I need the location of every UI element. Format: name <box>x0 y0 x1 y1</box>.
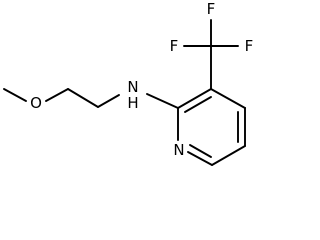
atom-amine-hydrogen-label: H <box>127 94 138 112</box>
atom-fluorine-left-label: F <box>170 37 179 55</box>
bond-nh-ring <box>146 93 179 109</box>
bond-ch2-ch2 <box>67 88 99 108</box>
molecule-structure-diagram: O N H N F F F <box>3 0 254 166</box>
bond-oxygen-ch2 <box>45 88 69 102</box>
bond-methyl-oxygen <box>3 88 27 102</box>
atom-amine-nitrogen-label: N <box>127 78 138 96</box>
bond-ring-double-c2-c3 <box>184 96 212 113</box>
atom-oxygen-label: O <box>30 94 42 112</box>
atom-ring-nitrogen-label: N <box>173 141 184 159</box>
bond-ring-c6-n <box>187 151 213 166</box>
atom-fluorine-top-label: F <box>207 0 216 18</box>
bond-ring-double-c6-n <box>189 144 212 158</box>
bond-ch2-nh <box>97 94 120 108</box>
bond-ring-c3-c4 <box>210 88 246 109</box>
atom-fluorine-right-label: F <box>245 37 254 55</box>
bond-ring-c2-c3 <box>177 88 212 109</box>
bond-ring-c5-c6 <box>211 145 246 166</box>
